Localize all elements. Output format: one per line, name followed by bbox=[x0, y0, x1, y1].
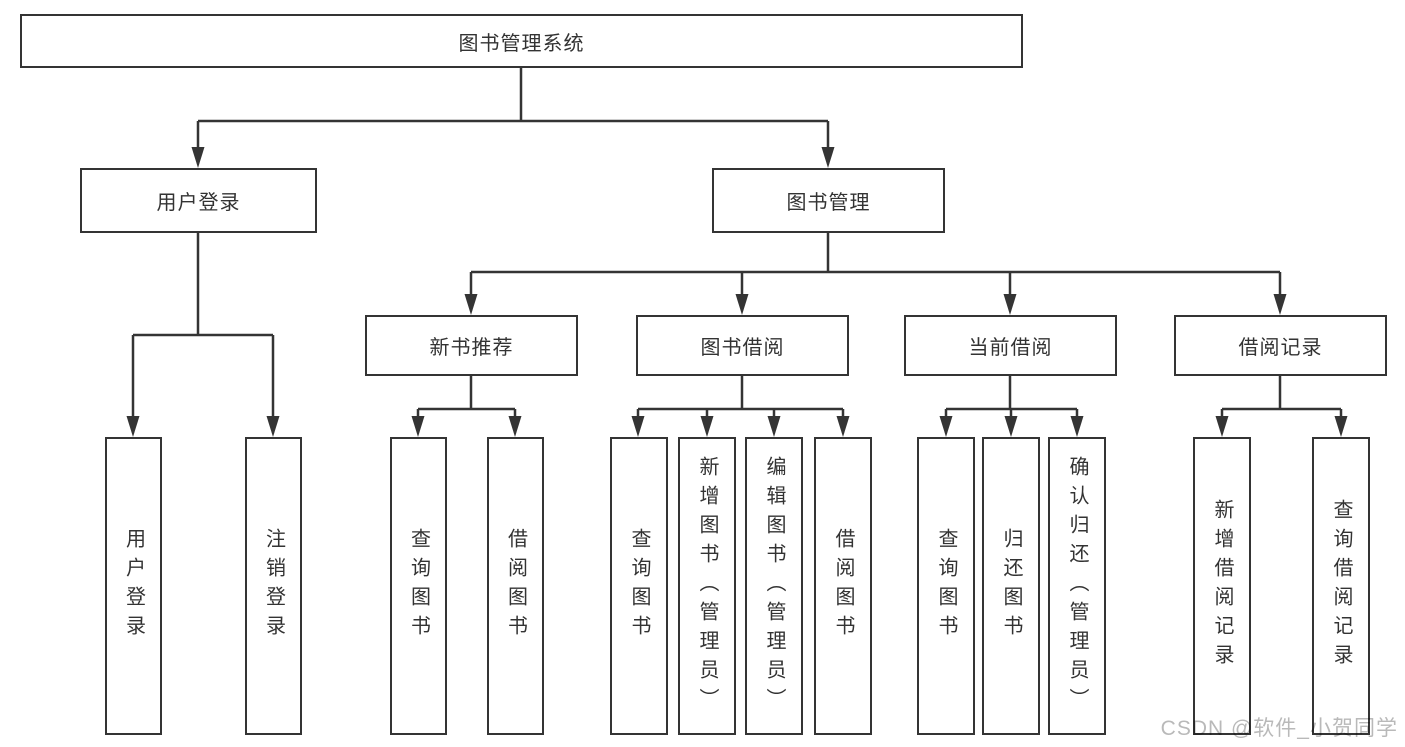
leaf-query-borrow-record: 查询借阅记录 bbox=[1312, 437, 1370, 735]
arrow-down-icon bbox=[464, 294, 478, 315]
connector-root-to-level2 bbox=[196, 67, 830, 148]
node-library-management-system: 图书管理系统 bbox=[20, 14, 1023, 68]
arrow-down-icon bbox=[1003, 294, 1017, 315]
arrow-down-icon bbox=[1004, 416, 1018, 437]
connector-user-login-to-leaves bbox=[131, 233, 275, 417]
leaf-label: 借阅图书 bbox=[832, 528, 854, 644]
leaf-label: 新增借阅记录 bbox=[1211, 499, 1233, 673]
leaf-return-books: 归还图书 bbox=[982, 437, 1040, 735]
arrow-down-icon bbox=[631, 416, 645, 437]
leaf-query-books-borrow: 查询图书 bbox=[610, 437, 668, 735]
leaf-add-borrow-record: 新增借阅记录 bbox=[1193, 437, 1251, 735]
arrow-down-icon bbox=[266, 416, 280, 437]
leaf-query-books-recommend: 查询图书 bbox=[390, 437, 447, 735]
leaf-borrow-books-recommend: 借阅图书 bbox=[487, 437, 544, 735]
leaf-label: 查询借阅记录 bbox=[1330, 499, 1352, 673]
arrow-down-icon bbox=[1273, 294, 1287, 315]
arrow-down-icon bbox=[411, 416, 425, 437]
arrow-down-icon bbox=[1334, 416, 1348, 437]
arrow-down-icon bbox=[508, 416, 522, 437]
connector-new-book-recommend-to-leaves bbox=[416, 376, 517, 417]
leaf-label: 查询图书 bbox=[935, 528, 957, 644]
arrow-down-icon bbox=[735, 294, 749, 315]
arrow-down-icon bbox=[126, 416, 140, 437]
arrow-down-icon bbox=[939, 416, 953, 437]
leaf-label: 编辑图书（管理员） bbox=[763, 455, 785, 717]
arrow-down-icon bbox=[700, 416, 714, 437]
leaf-user-login: 用户登录 bbox=[105, 437, 162, 735]
leaf-confirm-return-admin: 确认归还（管理员） bbox=[1048, 437, 1106, 735]
arrow-down-icon bbox=[836, 416, 850, 437]
arrow-down-icon bbox=[767, 416, 781, 437]
node-current-borrow: 当前借阅 bbox=[904, 315, 1117, 376]
watermark: CSDN @软件_小贺同学 bbox=[1160, 717, 1398, 740]
leaf-add-books-admin: 新增图书（管理员） bbox=[678, 437, 736, 735]
node-book-management: 图书管理 bbox=[712, 168, 945, 233]
arrow-down-icon bbox=[1070, 416, 1084, 437]
leaf-label: 查询图书 bbox=[407, 528, 430, 644]
leaf-label: 借阅图书 bbox=[504, 528, 527, 644]
leaf-label: 注销登录 bbox=[262, 528, 285, 644]
leaf-query-books-current: 查询图书 bbox=[917, 437, 975, 735]
node-user-login: 用户登录 bbox=[80, 168, 317, 233]
node-new-book-recommend: 新书推荐 bbox=[365, 315, 578, 376]
connector-current-borrow-to-leaves bbox=[944, 376, 1079, 417]
leaf-edit-books-admin: 编辑图书（管理员） bbox=[745, 437, 803, 735]
arrowheads bbox=[126, 147, 1348, 437]
node-book-borrow: 图书借阅 bbox=[636, 315, 849, 376]
connector-book-borrow-to-leaves bbox=[636, 376, 845, 417]
leaf-borrow-books: 借阅图书 bbox=[814, 437, 872, 735]
arrow-down-icon bbox=[191, 147, 205, 168]
connector-book-management-to-level3 bbox=[469, 233, 1282, 295]
arrow-down-icon bbox=[821, 147, 835, 168]
leaf-label: 确认归还（管理员） bbox=[1066, 455, 1088, 717]
leaf-label: 查询图书 bbox=[628, 528, 650, 644]
leaf-label: 用户登录 bbox=[122, 528, 145, 644]
connector-borrow-records-to-leaves bbox=[1220, 376, 1343, 417]
leaf-label: 归还图书 bbox=[1000, 528, 1022, 644]
leaf-label: 新增图书（管理员） bbox=[696, 455, 718, 717]
arrow-down-icon bbox=[1215, 416, 1229, 437]
leaf-logout: 注销登录 bbox=[245, 437, 302, 735]
node-borrow-records: 借阅记录 bbox=[1174, 315, 1387, 376]
